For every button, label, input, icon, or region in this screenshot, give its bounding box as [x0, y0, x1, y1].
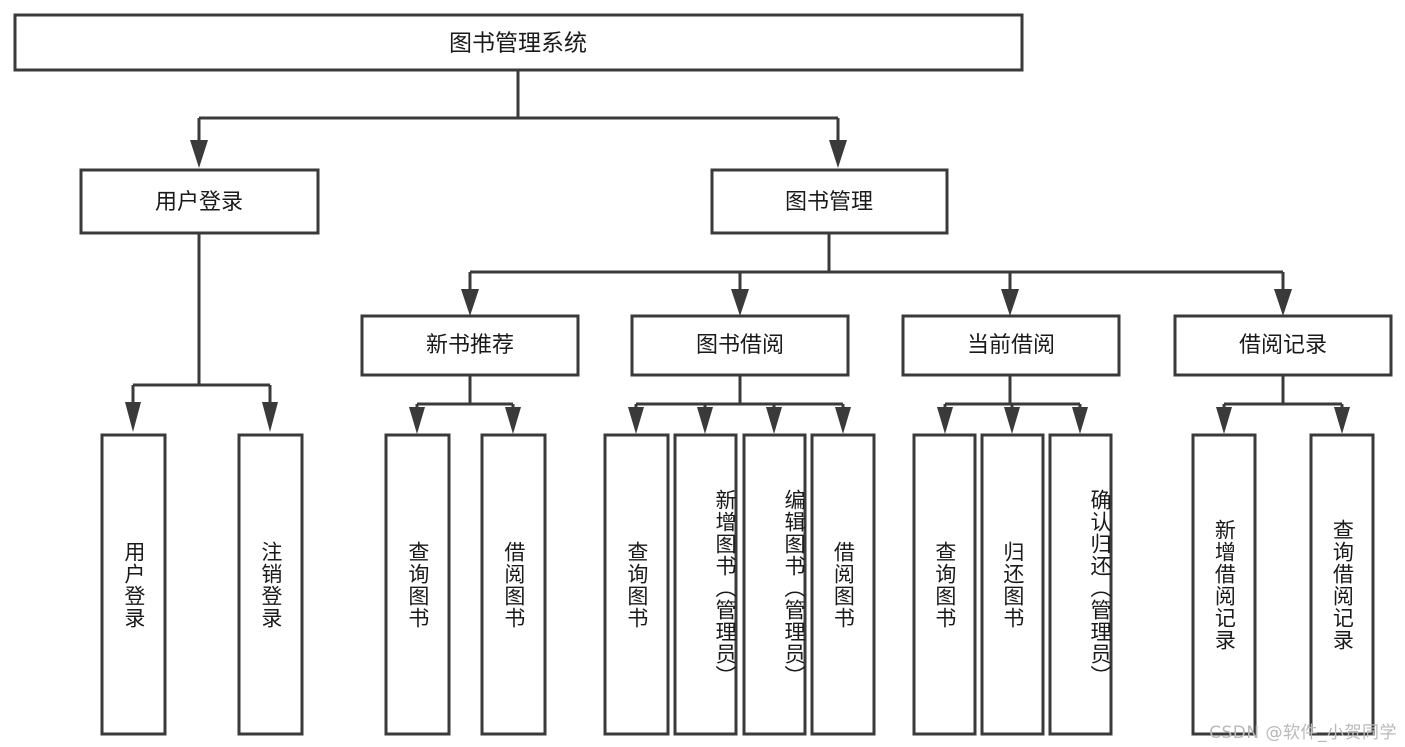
node-leaf-user-login-box[interactable] [100, 433, 167, 736]
arrowhead-leaf-add-record [1216, 407, 1232, 434]
node-leaf-edit-book-box[interactable] [742, 433, 807, 736]
arrowhead-user-login [190, 140, 208, 168]
arrowhead-book-borrow [731, 289, 749, 316]
node-leaf-add-record-box[interactable] [1191, 433, 1257, 736]
arrowhead-leaf-query-book-3 [937, 407, 953, 434]
arrowhead-current-borrow [1001, 289, 1019, 316]
node-current-borrow[interactable]: 当前借阅 [901, 314, 1121, 377]
arrowhead-leaf-user-logout [262, 402, 278, 432]
node-leaf-query-book-1-box[interactable] [384, 433, 451, 736]
arrowhead-new-book-rec [461, 289, 479, 316]
arrowhead-leaf-query-book-2 [628, 407, 644, 434]
arrowhead-leaf-edit-book [766, 407, 782, 434]
watermark-text: CSDN @软件_小贺同学 [1209, 723, 1397, 743]
node-book-borrow-box[interactable] [630, 314, 850, 377]
node-current-borrow-box[interactable] [901, 314, 1121, 377]
node-leaf-query-book-3-box[interactable] [912, 433, 977, 736]
node-user-login-box[interactable] [79, 168, 320, 235]
arrowhead-leaf-return-book [1004, 407, 1020, 434]
node-book-borrow-label: 图书借阅 [696, 333, 784, 358]
arrowhead-leaf-query-record [1334, 407, 1350, 434]
arrowhead-leaf-user-login [125, 402, 141, 432]
arrowhead-book-manage [829, 140, 847, 168]
node-borrow-record-label: 借阅记录 [1239, 333, 1327, 358]
node-leaf-query-book-2-box[interactable] [603, 433, 670, 736]
arrowhead-leaf-borrow-book-2 [835, 407, 851, 434]
node-user-login[interactable]: 用户登录 [79, 168, 320, 235]
node-new-book-rec-label: 新书推荐 [426, 333, 514, 358]
node-leaf-return-book-box[interactable] [980, 433, 1045, 736]
node-book-manage-box[interactable] [710, 168, 949, 235]
node-borrow-record[interactable]: 借阅记录 [1173, 314, 1393, 377]
node-new-book-rec-box[interactable] [360, 314, 580, 377]
node-book-borrow[interactable]: 图书借阅 [630, 314, 850, 377]
node-root-box[interactable] [13, 13, 1024, 72]
node-current-borrow-label: 当前借阅 [967, 333, 1055, 358]
connector-group [125, 70, 1350, 434]
node-root-label: 图书管理系统 [449, 31, 587, 57]
node-borrow-record-box[interactable] [1173, 314, 1393, 377]
arrowhead-leaf-borrow-book-1 [505, 407, 521, 434]
node-leaf-borrow-book-1-box[interactable] [480, 433, 547, 736]
node-leaf-add-book-box[interactable] [673, 433, 738, 736]
node-leaf-query-record-box[interactable] [1309, 433, 1375, 736]
arrowhead-leaf-add-book [697, 407, 713, 434]
node-leaf-confirm-return-box[interactable] [1048, 433, 1113, 736]
node-book-manage-label: 图书管理 [785, 190, 873, 215]
arrowhead-borrow-record [1274, 289, 1292, 316]
arrowhead-leaf-query-book-1 [409, 407, 425, 434]
node-leaf-borrow-book-2-box[interactable] [810, 433, 876, 736]
arrowhead-leaf-confirm-return [1072, 407, 1088, 434]
node-leaf-user-logout-box[interactable] [237, 433, 304, 736]
node-new-book-rec[interactable]: 新书推荐 [360, 314, 580, 377]
node-book-manage[interactable]: 图书管理 [710, 168, 949, 235]
node-root[interactable]: 图书管理系统 [13, 13, 1024, 72]
node-user-login-label: 用户登录 [155, 190, 243, 215]
